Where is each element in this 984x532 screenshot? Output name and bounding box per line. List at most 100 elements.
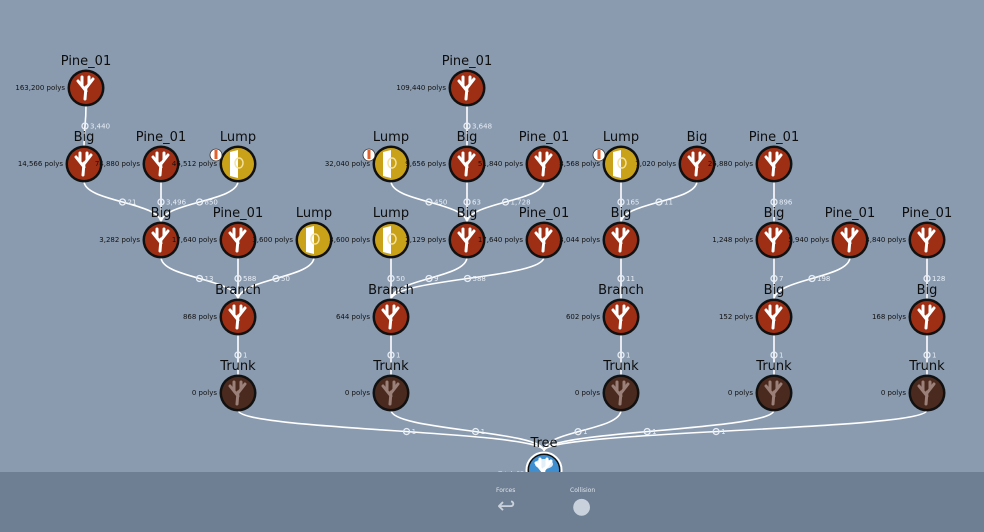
root-node[interactable]: Tree0 polysTotal: 57 [497, 436, 563, 472]
node-poly-count: 3,600 polys [252, 236, 293, 244]
node-bark[interactable]: Pine_015,940 polys [788, 206, 875, 259]
connection-edge[interactable] [390, 256, 545, 301]
edge-connector-icon[interactable] [501, 198, 510, 206]
forces-icon[interactable]: ↩ [497, 494, 516, 519]
connection-edge[interactable] [237, 409, 545, 452]
node-title: Trunk [908, 359, 945, 374]
node-bark[interactable]: Big 3,044 polys [559, 206, 640, 259]
connection-edge[interactable] [237, 256, 315, 301]
edge-connector-icon[interactable] [471, 427, 480, 436]
edge-connector-icon[interactable] [655, 198, 663, 206]
edge-connector-icon[interactable] [81, 122, 89, 130]
edge-connector-icon[interactable] [808, 274, 816, 283]
edge-connector-icon[interactable] [463, 122, 471, 130]
node-title: Big [917, 283, 938, 298]
edge-connector-icon[interactable] [770, 351, 778, 359]
lump-badge-icon[interactable] [209, 148, 223, 162]
edge-connector-icon[interactable] [425, 274, 433, 283]
collision-icon[interactable]: ● [572, 494, 592, 519]
connection-edge[interactable] [543, 409, 622, 452]
node-title: Big [611, 206, 632, 221]
connection-edge[interactable] [160, 256, 239, 301]
lump-badge-icon[interactable] [362, 148, 376, 162]
lump-badge-icon[interactable] [592, 148, 606, 162]
edge-connector-icon[interactable] [402, 427, 411, 436]
edge-connector-icon[interactable] [463, 274, 472, 283]
connection-edge[interactable] [390, 409, 545, 452]
edge-connector-icon[interactable] [195, 274, 204, 283]
edge-connector-icon[interactable] [770, 198, 778, 206]
edge-connector-icon[interactable] [463, 198, 471, 206]
edge-connector-icon[interactable] [234, 274, 242, 283]
node-bark[interactable]: Pine_01 17,640 polys [478, 206, 569, 259]
edge-connector-icon[interactable] [272, 274, 280, 283]
edge-connector-icon[interactable] [643, 427, 651, 436]
connection-edge[interactable] [620, 180, 698, 224]
edge-connector-icon[interactable] [617, 351, 625, 359]
connection-edge[interactable] [466, 180, 545, 224]
total-label: Total: 57 [497, 471, 524, 472]
edge-connector-icon[interactable] [617, 198, 625, 206]
edge-connector-icon[interactable] [923, 351, 931, 359]
edge-connector-icon[interactable] [923, 274, 931, 283]
edge-connector-icon[interactable] [712, 427, 720, 436]
connection-edge[interactable] [390, 256, 468, 301]
edge-connector-icon[interactable] [770, 274, 778, 283]
edge-connector-icon[interactable] [425, 198, 433, 206]
node-poly-count: 152 polys [719, 313, 753, 321]
tree-bark-icon [917, 304, 936, 330]
edge-connector-icon[interactable] [157, 198, 165, 206]
tree-bark-icon [687, 151, 706, 177]
tree-bark-icon [381, 304, 400, 330]
edge-connector-icon[interactable] [387, 274, 395, 283]
connection-edge[interactable] [83, 104, 87, 148]
edge-connector-icon[interactable] [234, 351, 242, 359]
node-poly-count: 3,044 polys [559, 236, 600, 244]
node-poly-count: 644 polys [336, 313, 370, 321]
node-poly-count: 17,640 polys [478, 236, 524, 244]
node-poly-count: 17,640 polys [172, 236, 218, 244]
node-bark[interactable]: Pine_013,840 polys [865, 206, 952, 259]
connection-edge[interactable] [543, 409, 928, 452]
connection-edge[interactable] [83, 180, 162, 224]
edge-connector-icon[interactable] [118, 198, 127, 206]
edge-connector-icon[interactable] [617, 274, 625, 283]
edge-connector-icon[interactable] [387, 351, 395, 359]
node-poly-count: 74,880 polys [95, 160, 141, 168]
connection-edge[interactable] [160, 180, 239, 224]
connection-edge[interactable] [390, 180, 468, 224]
edge-connector-icon[interactable] [574, 428, 582, 436]
edge-connector-icon[interactable] [195, 198, 204, 206]
node-title: Pine_01 [519, 206, 569, 221]
connection-edge[interactable] [543, 409, 775, 452]
connection-edge[interactable] [773, 256, 851, 301]
